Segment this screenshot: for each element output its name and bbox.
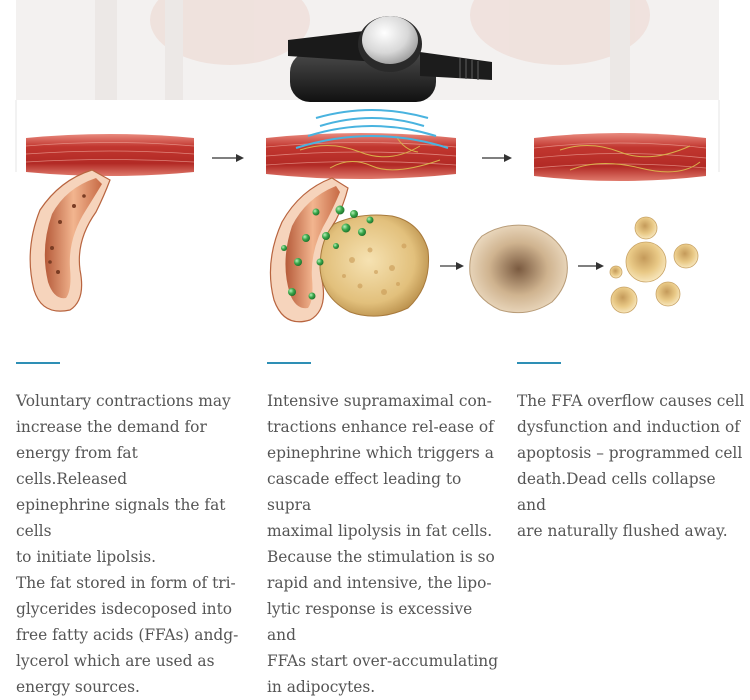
blood-vessel-stage-2 bbox=[269, 177, 349, 323]
lipolysis-diagram: Voluntary contractions may increase the … bbox=[15, 0, 749, 696]
background-anatomy bbox=[95, 0, 650, 100]
collapsed-fat-cells bbox=[609, 216, 699, 314]
wave-icon bbox=[295, 109, 449, 149]
dysfunctional-fat-cell bbox=[469, 224, 568, 314]
blood-vessel-stage-1 bbox=[29, 169, 111, 312]
arrow-right-icon bbox=[440, 262, 464, 270]
arrow-right-icon bbox=[212, 154, 244, 162]
muscle-fiber-stage-2 bbox=[265, 133, 457, 179]
muscle-fiber-stage-1 bbox=[25, 134, 195, 176]
column-stage-3: The FFA overflow causes cell dysfunction… bbox=[517, 362, 749, 544]
column-stage-2: Intensive supramaximal con- tractions en… bbox=[267, 362, 499, 700]
stage-3-description: The FFA overflow causes cell dysfunction… bbox=[517, 392, 745, 540]
stage-1-description: Voluntary contractions may increase the … bbox=[16, 392, 239, 696]
arrow-right-icon bbox=[482, 154, 512, 162]
accent-rule bbox=[16, 362, 60, 364]
illustration bbox=[15, 0, 720, 323]
fat-cell-stage-2 bbox=[319, 214, 430, 317]
accent-rule bbox=[267, 362, 311, 364]
arrow-right-icon bbox=[578, 262, 604, 270]
stage-2-description: Intensive supramaximal con- tractions en… bbox=[267, 392, 499, 696]
muscle-fiber-stage-3 bbox=[533, 133, 707, 181]
column-stage-1: Voluntary contractions may increase the … bbox=[16, 362, 248, 700]
applicator-device-icon bbox=[288, 16, 492, 102]
ffa-particles bbox=[281, 205, 374, 300]
accent-rule bbox=[517, 362, 561, 364]
